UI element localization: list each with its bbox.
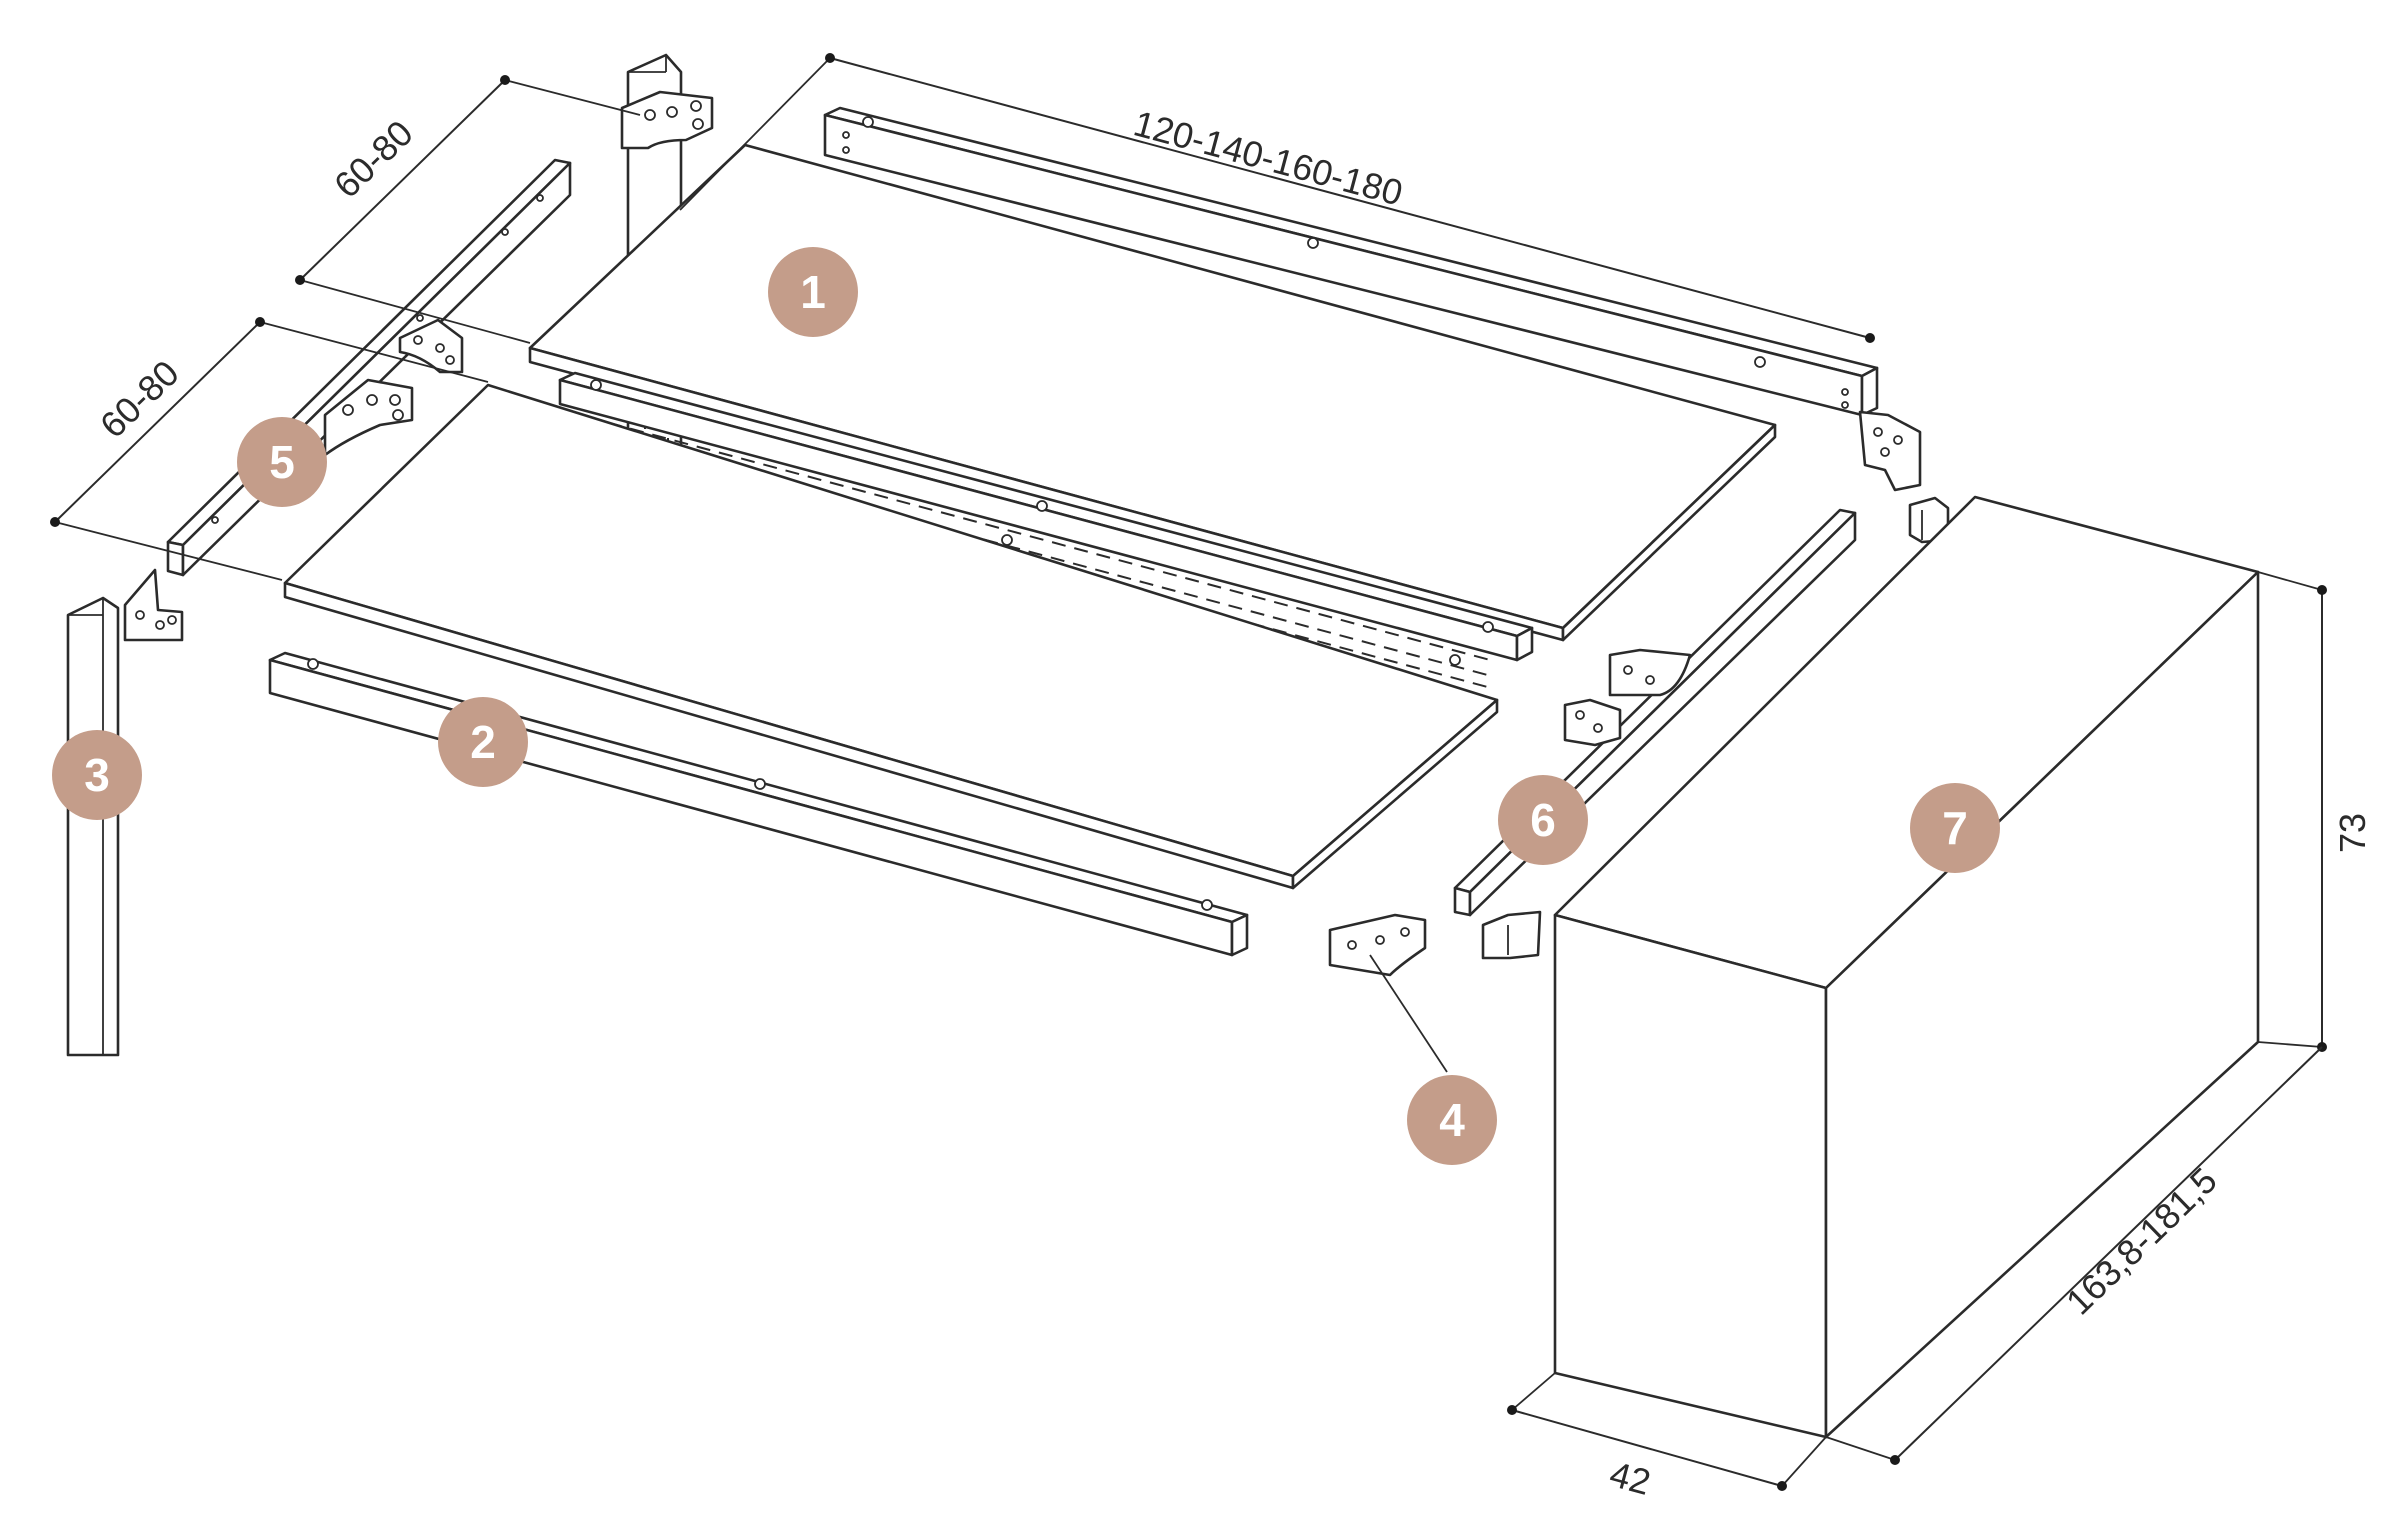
badge-part-7: 7	[1910, 783, 2000, 873]
right-rail-bracket-lower	[1563, 698, 1622, 747]
dim-height	[2257, 571, 2327, 1052]
top-board-front	[283, 383, 1499, 890]
dim-depth-front	[50, 317, 489, 581]
label-width: 42	[1606, 1453, 1655, 1503]
badge-part-3: 3	[52, 730, 142, 820]
badge-part-2: 2	[438, 697, 528, 787]
left-rail-bracket-lower	[323, 378, 414, 457]
badge-number: 3	[84, 749, 110, 801]
label-depth-front: 60-80	[92, 352, 187, 445]
front-left-bracket	[123, 568, 184, 642]
badge-number: 6	[1530, 794, 1556, 846]
packed-volume	[1553, 495, 2260, 1439]
badge-part-6: 6	[1498, 775, 1588, 865]
badge-number: 5	[269, 436, 295, 488]
badge-number: 1	[800, 266, 826, 318]
front-corner-bracket	[1328, 913, 1448, 1073]
center-rail	[558, 371, 1534, 662]
badge-number: 4	[1439, 1094, 1465, 1146]
rear-right-bracket	[1858, 410, 1922, 492]
dim-width	[1507, 1372, 1827, 1491]
dim-depth-top	[295, 75, 641, 344]
badge-part-1: 1	[768, 247, 858, 337]
dim-length	[679, 53, 1875, 343]
left-rail-bracket-upper	[398, 318, 464, 374]
label-height: 73	[2332, 813, 2373, 853]
badge-part-5: 5	[237, 417, 327, 507]
badge-part-4: 4	[1407, 1075, 1497, 1165]
rear-rail	[823, 106, 1879, 417]
dim-closed-length	[1825, 1046, 2323, 1465]
front-right-clip	[1481, 910, 1542, 960]
front-left-leg	[66, 596, 120, 1057]
rear-corner-bracket	[620, 90, 714, 150]
badge-number: 7	[1942, 802, 1968, 854]
right-rail-bracket-upper	[1608, 648, 1692, 697]
badge-number: 2	[470, 716, 496, 768]
label-depth-top: 60-80	[326, 112, 421, 205]
